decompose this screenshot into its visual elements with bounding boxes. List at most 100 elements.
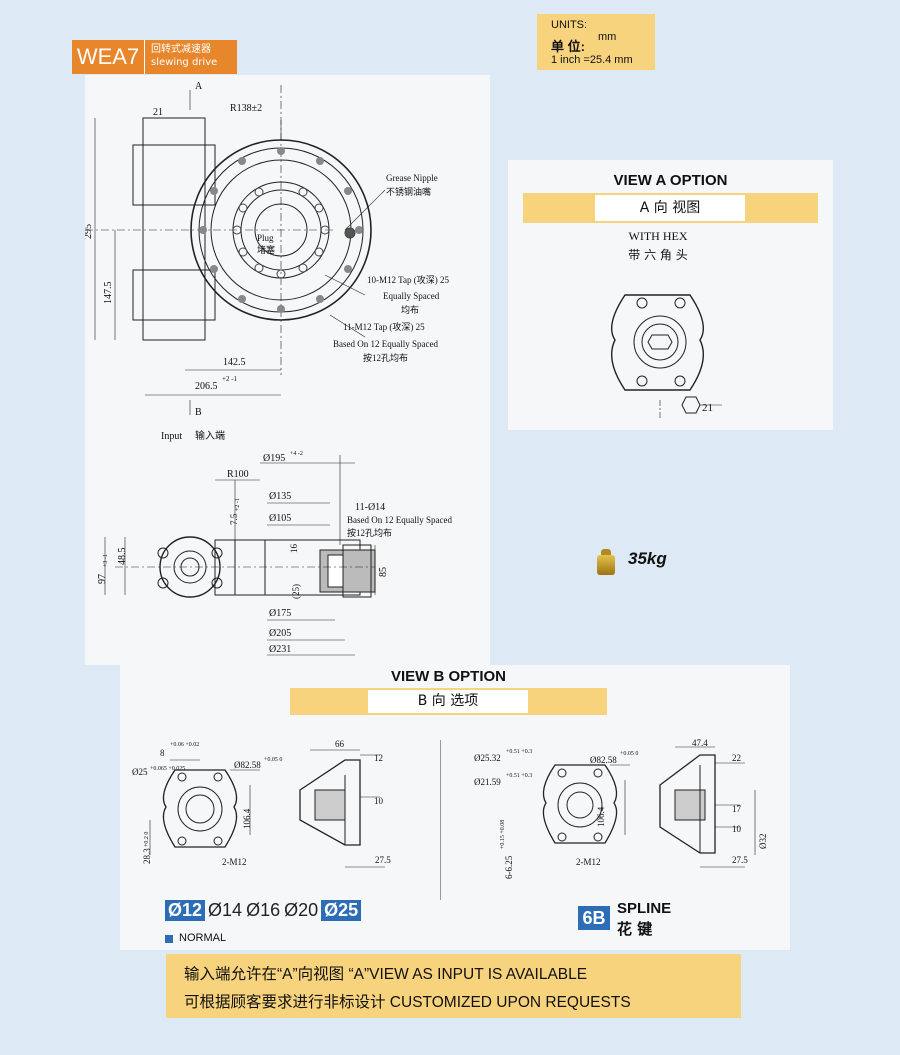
br-dim-d21-59: Ø21.59 [474, 777, 501, 787]
br-dim-6-6-25-tol: +0.15 +0.08 [500, 820, 506, 849]
bl-dim-66: 66 [335, 739, 345, 749]
dim-d175: Ø175 [269, 608, 291, 619]
br-dim-d21-59-tol: +0.51 +0.3 [506, 773, 532, 779]
grease-nipple-label: Grease Nipple [386, 173, 438, 183]
with-hex-cn: 带 六 角 头 [628, 248, 688, 262]
br-dim-47-4: 47.4 [692, 738, 708, 748]
holes-spacing: Based On 12 Equally Spaced [347, 515, 452, 525]
dim-206-tol: +2 -1 [222, 375, 238, 383]
dim-206-5: 206.5 [195, 381, 218, 392]
view-b-bar: B 向 选项 [290, 688, 607, 715]
br-dim-22: 22 [732, 753, 741, 763]
view-b-marker: B [195, 407, 202, 418]
input-label: Input [161, 431, 182, 442]
bl-dim-28-3-tol: +0.2 0 [144, 832, 150, 847]
tap1-cn: 均布 [401, 304, 419, 315]
input-cn: 输入端 [195, 429, 225, 442]
br-dim-106-4: 106.4 [596, 806, 606, 827]
hex-size: 21 [153, 107, 163, 118]
dim-d135: Ø135 [269, 491, 291, 502]
view-b-divider [440, 740, 441, 900]
dim-85: 85 [378, 567, 389, 577]
spline-cn: 花 键 [617, 920, 653, 938]
with-hex-label: WITH HEX [628, 229, 688, 243]
normal-legend-swatch [165, 935, 173, 943]
dim-7-5: 7.5 [229, 513, 239, 525]
tap2-label: 11-M12 Tap (攻深) 25 [343, 321, 425, 332]
view-a-drawing: 21 [611, 294, 722, 420]
view-b-title: VIEW B OPTION [390, 668, 506, 685]
spline-code: 6B [578, 906, 610, 930]
view-b-normal-drawing: 8 +0.06 +0.02 Ø25 +0.065 +0.025 Ø82.58 +… [132, 739, 391, 868]
dim-48-5: 48.5 [117, 548, 128, 566]
shaft-options: Ø12 Ø14 Ø16 Ø20 Ø25 [165, 900, 362, 921]
view-a-hex-size: 21 [702, 402, 713, 414]
model-badge: WEA7 回转式减速器 slewing drive [72, 40, 237, 74]
br-dim-d82-58: Ø82.58 [590, 755, 617, 765]
view-b-subtitle: B 向 选项 [368, 690, 528, 713]
model-code: WEA7 [72, 40, 144, 74]
br-dim-6-6-25: 6-6.25 [504, 855, 514, 879]
dim-16: 16 [289, 544, 299, 554]
dim-25: (25) [291, 584, 301, 599]
br-dim-d32: Ø32 [758, 834, 768, 850]
front-view-drawing: 21 A B R138±2 Grease Nipple 不锈钢油嘴 Plug 堵… [85, 81, 449, 442]
holes-label: 11-Ø14 [355, 502, 385, 513]
dim-97: 97 [97, 574, 108, 584]
bl-dim-d25-tol: +0.065 +0.025 [150, 766, 185, 772]
weight-icon [597, 549, 615, 575]
dim-147-5: 147.5 [103, 282, 114, 305]
tap2-cn: 按12孔均布 [363, 352, 408, 363]
bl-dim-8: 8 [160, 748, 165, 758]
dim-d195-tol: +4 -2 [290, 451, 303, 457]
br-dim-d25-32: Ø25.32 [474, 753, 501, 763]
model-en: slewing drive [151, 57, 218, 68]
grease-nipple-cn: 不锈钢油嘴 [386, 186, 431, 197]
shaft-option: Ø25 [321, 900, 362, 921]
side-view-drawing: Ø195 +4 -2 R100 Ø135 Ø105 7.5 +2 -1 16 1… [97, 451, 452, 656]
model-description: 回转式减速器 slewing drive [145, 40, 237, 74]
bl-dim-d82-58: Ø82.58 [234, 760, 261, 770]
normal-legend-label: NORMAL [179, 932, 227, 944]
br-dim-d25-32-tol: +0.51 +0.3 [506, 749, 532, 755]
plug-label: Plug [257, 233, 274, 243]
bl-dim-106-4: 106.4 [242, 808, 252, 829]
dim-97-tol: +3 -1 [103, 554, 109, 567]
shaft-option: Ø20 [284, 900, 319, 920]
dim-d195: Ø195 [263, 453, 285, 464]
units-label: UNITS: [551, 19, 588, 31]
shaft-option: Ø12 [165, 900, 206, 921]
bl-dim-10: 10 [374, 796, 384, 806]
shaft-option: Ø14 [208, 900, 243, 920]
dim-7-5-tol: +2 -1 [235, 498, 241, 511]
tap2-spacing: Based On 12 Equally Spaced [333, 339, 438, 349]
br-dim-17: 17 [732, 804, 742, 814]
dim-r100: R100 [227, 469, 249, 480]
bl-dim-28-3: 28.3 [142, 848, 152, 864]
drawing-panel-mid [85, 445, 490, 665]
units-box: UNITS: 单 位: mm 1 inch =25.4 mm [537, 14, 655, 70]
note-line-1: 输入端允许在“A”向视图 “A”VIEW AS INPUT IS AVAILAB… [184, 966, 588, 983]
drawing-panel-top [85, 75, 490, 445]
br-dim-d82-58-tol: +0.05 0 [620, 751, 638, 757]
dim-r138: R138±2 [230, 103, 262, 114]
br-dim-27-5: 27.5 [732, 855, 748, 865]
bl-dim-27-5: 27.5 [375, 855, 391, 865]
dim-295: 295 [85, 224, 94, 239]
tap1-spacing: Equally Spaced [383, 291, 440, 301]
spline-en: SPLINE [617, 900, 672, 917]
tap1-label: 10-M12 Tap (攻深) 25 [367, 274, 449, 285]
units-conversion: 1 inch =25.4 mm [551, 54, 633, 66]
view-b-spline-drawing: Ø25.32 +0.51 +0.3 Ø21.59 +0.51 +0.3 Ø82.… [474, 738, 768, 879]
note-line-2: 可根据顾客要求进行非标设计 CUSTOMIZED UPON REQUESTS [184, 994, 631, 1011]
bl-dim-12: 12 [374, 753, 383, 763]
br-dim-10: 10 [732, 824, 742, 834]
br-m12: 2-M12 [576, 857, 601, 867]
bl-dim-8-tol: +0.06 +0.02 [170, 742, 199, 748]
view-a-bar: A 向 视图 [523, 193, 818, 223]
model-cn: 回转式减速器 [151, 44, 211, 55]
bl-dim-d25: Ø25 [132, 767, 148, 777]
plug-cn: 堵塞 [257, 244, 275, 255]
weight-value: 35kg [628, 549, 667, 568]
dim-d205: Ø205 [269, 628, 291, 639]
